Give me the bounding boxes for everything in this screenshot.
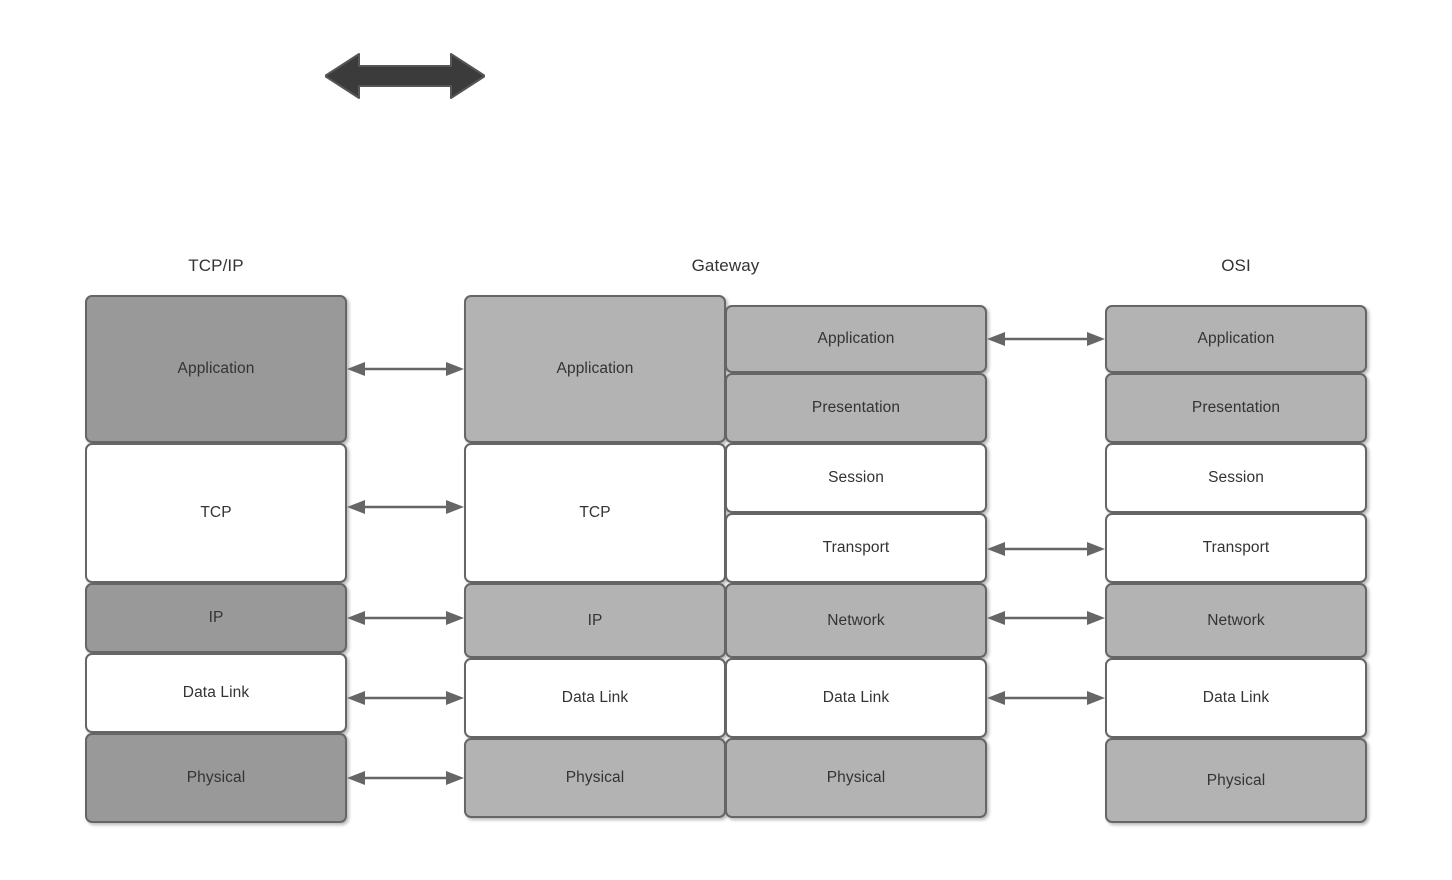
connector-tcpip-gateway-ip — [347, 607, 464, 629]
gateway-right-layer-session[interactable]: Session — [725, 443, 987, 513]
double-headed-arrow-icon — [324, 50, 486, 102]
osi-layer-transport[interactable]: Transport — [1105, 513, 1367, 583]
tcpip-layer-application[interactable]: Application — [85, 295, 347, 443]
gateway-left-layer-application[interactable]: Application — [464, 295, 726, 443]
connector-tcpip-gateway-physical — [347, 767, 464, 789]
gateway-left-layer-data-link[interactable]: Data Link — [464, 658, 726, 738]
tcpip-layer-data-link[interactable]: Data Link — [85, 653, 347, 733]
gateway-right-layer-transport[interactable]: Transport — [725, 513, 987, 583]
gateway-right-layer-presentation[interactable]: Presentation — [725, 373, 987, 443]
tcpip-layer-physical[interactable]: Physical — [85, 733, 347, 823]
column-title-gateway: Gateway — [691, 256, 760, 275]
osi-layer-physical[interactable]: Physical — [1105, 738, 1367, 823]
tcpip-layer-ip[interactable]: IP — [85, 583, 347, 653]
column-title-tcpip: TCP/IP — [188, 256, 244, 275]
connector-tcpip-gateway-tcp — [347, 496, 464, 518]
osi-layer-session[interactable]: Session — [1105, 443, 1367, 513]
gateway-right-layer-network[interactable]: Network — [725, 583, 987, 658]
column-title-osi: OSI — [1221, 256, 1251, 275]
connector-gateway-osi-transport — [987, 538, 1105, 560]
gateway-left-layer-physical[interactable]: Physical — [464, 738, 726, 818]
connector-gateway-osi-network — [987, 607, 1105, 629]
gateway-right-layer-application[interactable]: Application — [725, 305, 987, 373]
gateway-left-layer-tcp[interactable]: TCP — [464, 443, 726, 583]
osi-layer-network[interactable]: Network — [1105, 583, 1367, 658]
osi-layer-application[interactable]: Application — [1105, 305, 1367, 373]
osi-layer-data-link[interactable]: Data Link — [1105, 658, 1367, 738]
gateway-right-layer-data-link[interactable]: Data Link — [725, 658, 987, 738]
osi-layer-presentation[interactable]: Presentation — [1105, 373, 1367, 443]
connector-gateway-osi-data-link — [987, 687, 1105, 709]
connector-tcpip-gateway-application — [347, 358, 464, 380]
gateway-right-layer-physical[interactable]: Physical — [725, 738, 987, 818]
connector-tcpip-gateway-data-link — [347, 687, 464, 709]
gateway-left-layer-ip[interactable]: IP — [464, 583, 726, 658]
connector-gateway-osi-application — [987, 328, 1105, 350]
tcpip-layer-tcp[interactable]: TCP — [85, 443, 347, 583]
